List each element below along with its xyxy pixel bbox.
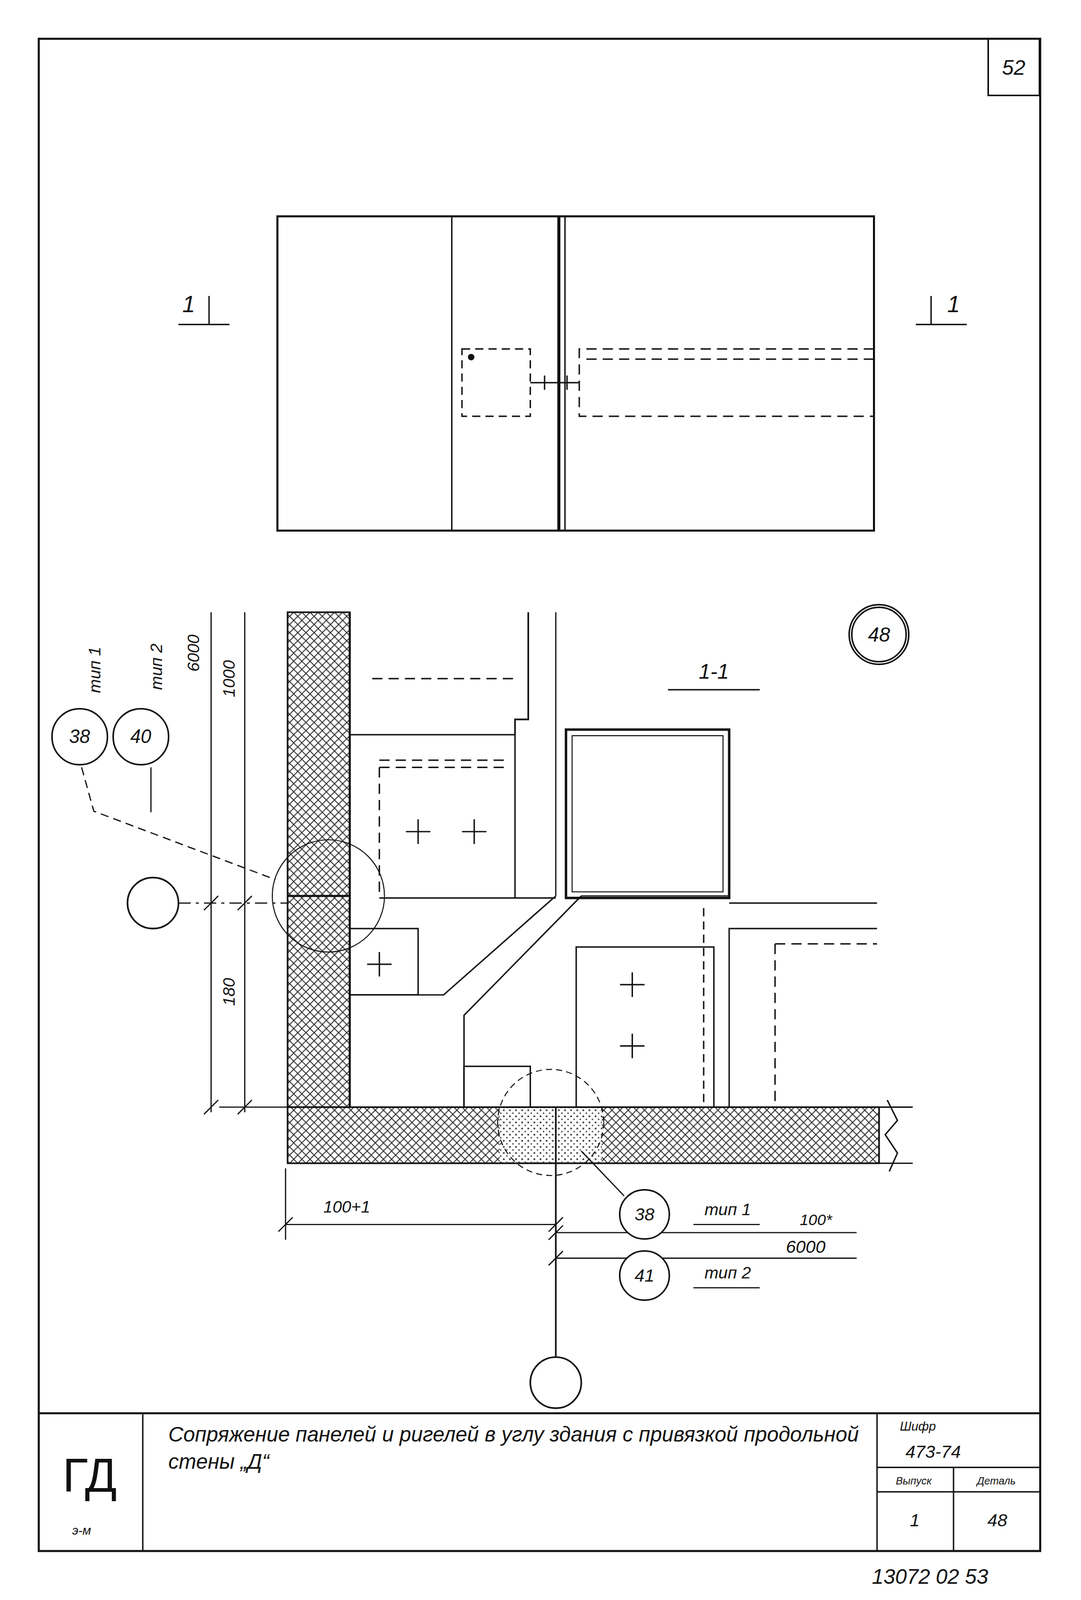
callout-circle: 38тип 1: [618, 1188, 671, 1240]
callout-number: 40: [130, 727, 152, 746]
callout-circle: 40тип 2: [112, 707, 170, 765]
title-block-text: 13072 02 53: [870, 1564, 990, 1588]
callout-type: тип 1: [703, 1200, 753, 1219]
dimension-lines: [127, 612, 857, 1408]
drawing-label: 6000: [784, 1236, 827, 1257]
callout-circle: 41тип 2: [618, 1249, 671, 1302]
plan-view: [178, 216, 967, 531]
callout-number: 38: [634, 1204, 655, 1223]
callout-number: 38: [69, 727, 90, 746]
title-block-text: Деталь: [975, 1474, 1018, 1487]
drawing-label: 180: [220, 975, 239, 1007]
title-block-text: Выпуск: [894, 1474, 934, 1487]
drawing-label: 100+1: [321, 1197, 372, 1216]
title-block-text: 1: [908, 1510, 922, 1530]
sheet-number-box: 52: [987, 38, 1041, 97]
drawing-label: 100*: [798, 1210, 834, 1228]
callout-number: 41: [634, 1266, 655, 1284]
title-block-text: э-м: [70, 1523, 93, 1537]
callout-circle: 48: [848, 603, 910, 665]
sheet-frame: [38, 38, 1041, 1551]
callout-type: тип 2: [703, 1263, 753, 1282]
drawing-label: 6000: [184, 632, 203, 673]
title-block-text: Шифр: [898, 1419, 938, 1433]
drawing-label: 1000: [220, 658, 239, 699]
section-view: [272, 612, 913, 1176]
drawing-label: 1: [945, 291, 962, 317]
drawing-title: Сопряжение панелей и ригелей в углу здан…: [168, 1420, 862, 1475]
drawing-label: 1: [180, 291, 197, 317]
title-block-text: 48: [985, 1510, 1009, 1530]
title-block-text: 473-74: [903, 1441, 963, 1462]
drawing-label: 1-1: [697, 659, 731, 683]
leader-lines: [81, 767, 760, 1288]
callout-circle: 38тип 1: [51, 707, 109, 765]
title-block-text: ГД: [61, 1449, 119, 1501]
callout-number: 52: [1002, 56, 1026, 78]
callout-type: тип 1: [86, 645, 105, 695]
callout-number: 48: [868, 624, 891, 645]
callout-type: тип 2: [147, 641, 166, 692]
